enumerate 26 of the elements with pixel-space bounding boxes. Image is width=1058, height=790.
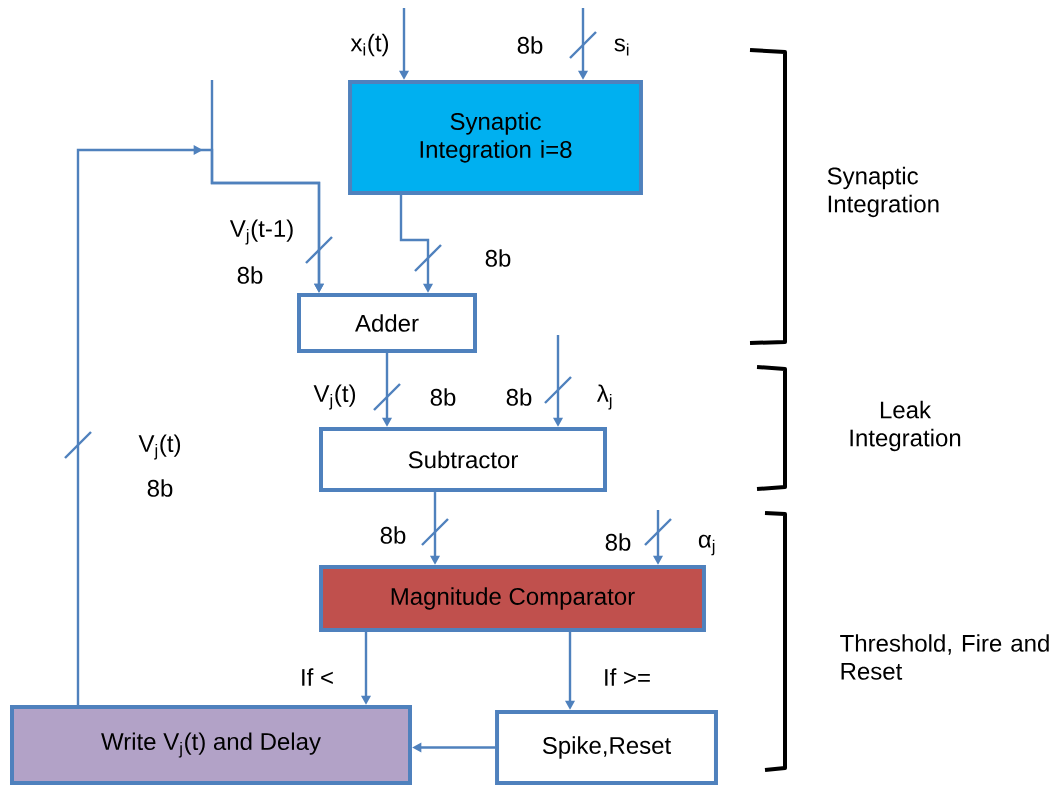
text-label: 8b: [517, 36, 543, 54]
edge-label: α$_{j}$: [698, 534, 715, 556]
text-label: Leak Integration: [850, 400, 961, 452]
text-label: 8b: [237, 266, 263, 284]
edge-label: x$_{i}$(t): [350, 33, 389, 57]
edge-label: s$_{i}$: [614, 38, 629, 56]
text-label: 8b: [485, 249, 511, 267]
process-box: Adder: [297, 293, 477, 353]
text-label: Threshold, Fire and Reset: [840, 634, 1049, 680]
edge-label: V$_{j}$(t): [313, 384, 356, 410]
process-box: Subtractor: [319, 427, 607, 493]
text-label: 8b: [605, 533, 631, 551]
text-label: 8b: [380, 526, 406, 544]
text-label: 8b: [147, 479, 173, 497]
edge-label: If <: [302, 668, 333, 686]
text-label: Synaptic Integration: [827, 166, 939, 218]
edge-label: If >=: [605, 668, 650, 686]
text-label: V$_{j}$(t): [138, 434, 181, 460]
process-box: Synaptic Integration i=8: [348, 80, 643, 195]
text-label: 8b: [506, 388, 532, 406]
process-box: Spike,Reset: [495, 710, 718, 785]
edge-label: λ$_{j}$: [596, 384, 612, 410]
edge-label: V$_{j}$(t-1): [229, 219, 293, 245]
text-label: 8b: [430, 388, 456, 406]
process-box: Write V$_{j}$(t) and Delay: [10, 705, 412, 785]
process-box: Magnitude Comparator: [319, 565, 706, 632]
